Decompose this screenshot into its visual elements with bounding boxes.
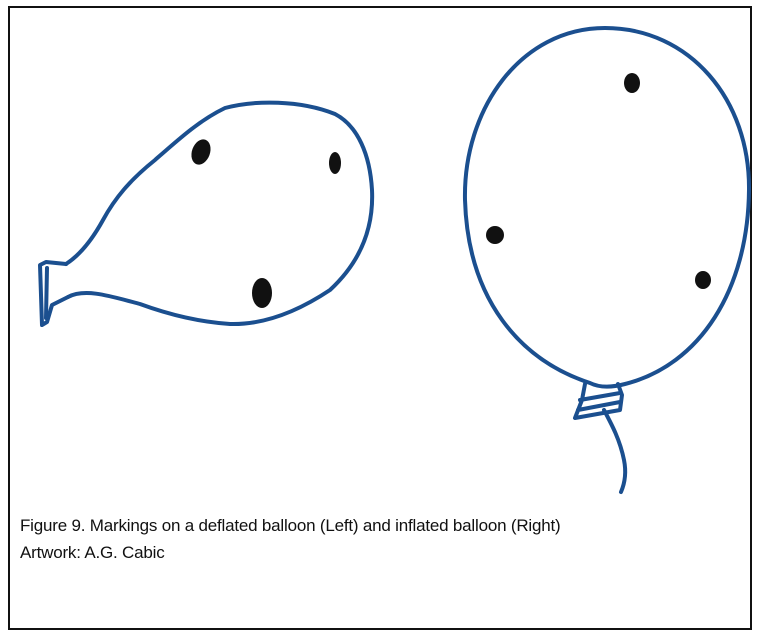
deflated-balloon bbox=[38, 100, 375, 327]
inflated-balloon-string bbox=[602, 408, 628, 494]
deflated-balloon-marks bbox=[191, 139, 341, 308]
inflated-balloon-marks bbox=[486, 73, 711, 289]
mark-dot bbox=[486, 226, 504, 244]
deflated-balloon-neck bbox=[38, 260, 70, 327]
mark-dot bbox=[695, 271, 711, 289]
mark-dot bbox=[191, 139, 211, 165]
inflated-balloon bbox=[462, 26, 752, 494]
inflated-balloon-outline bbox=[462, 26, 752, 389]
mark-dot bbox=[252, 278, 272, 308]
inflated-balloon-knot bbox=[573, 382, 624, 420]
deflated-balloon-outline bbox=[64, 100, 375, 327]
artwork-credit: Artwork: A.G. Cabic bbox=[20, 543, 165, 562]
caption-text: Figure 9. Markings on a deflated balloon… bbox=[20, 516, 561, 535]
figure-caption: Figure 9. Markings on a deflated balloon… bbox=[20, 512, 561, 566]
deflated-balloon-neck-inner bbox=[44, 266, 49, 320]
mark-dot bbox=[624, 73, 640, 93]
mark-dot bbox=[329, 152, 341, 174]
figure-frame bbox=[8, 6, 752, 630]
